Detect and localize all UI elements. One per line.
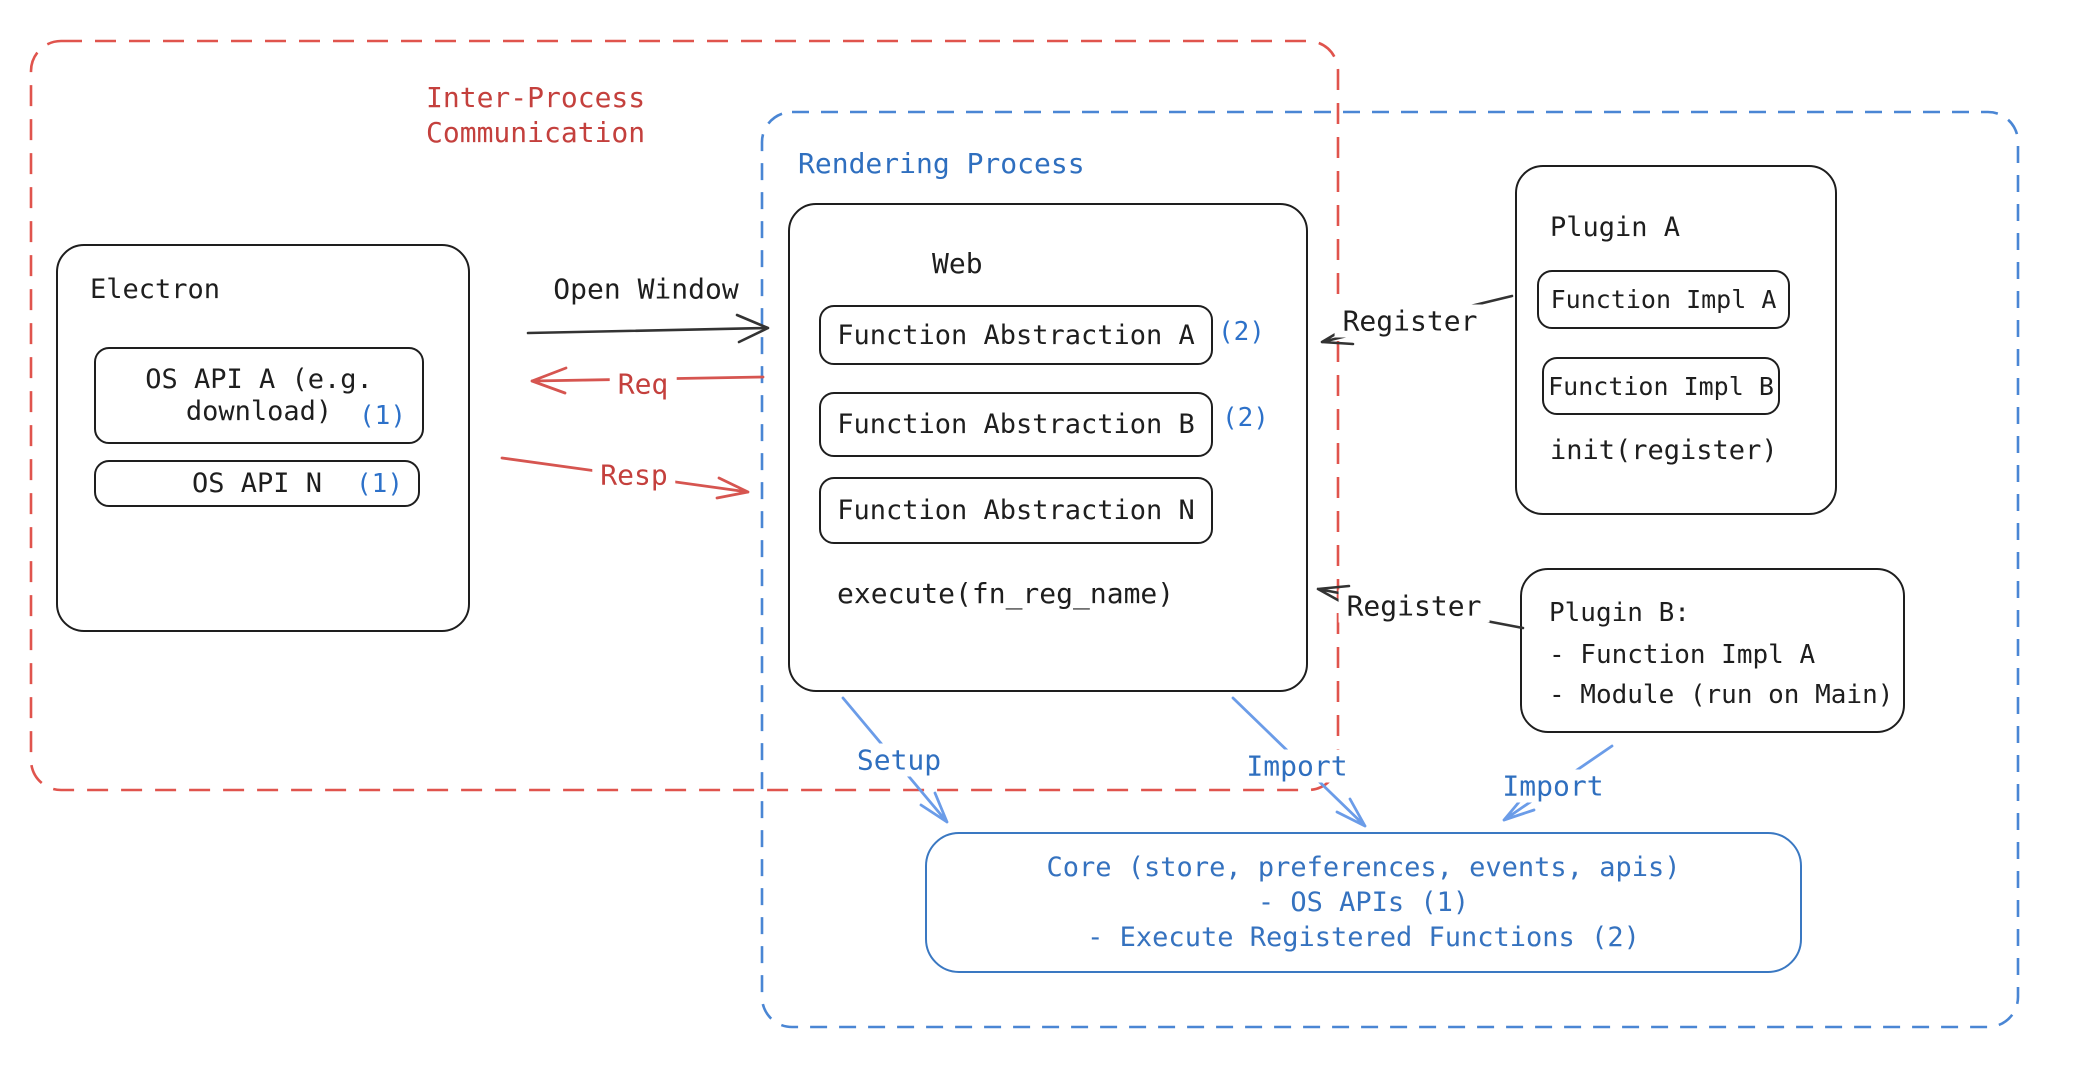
core-line-3: - Execute Registered Functions (2) xyxy=(1087,922,1640,953)
os-api-a-box: OS API A (e.g. download) (1) xyxy=(94,347,424,444)
function-abstraction-n-box: Function Abstraction N xyxy=(819,477,1213,544)
plugin-b-title: Plugin B: xyxy=(1549,598,1690,628)
plugin-a-title: Plugin A xyxy=(1550,212,1681,243)
web-title: Web xyxy=(932,247,983,280)
os-api-a-label: OS API A (e.g. download) xyxy=(145,363,373,427)
init-register-label: init(register) xyxy=(1550,435,1778,466)
function-impl-b-box: Function Impl B xyxy=(1542,357,1780,415)
plugin-b-item-function-impl-a: - Function Impl A xyxy=(1549,640,1816,670)
function-abstraction-n-label: Function Abstraction N xyxy=(837,495,1195,526)
function-impl-a-label: Function Impl A xyxy=(1550,285,1777,314)
plugin-a-box: Plugin A Function Impl A Function Impl B… xyxy=(1515,165,1837,515)
function-abstraction-b-badge: (2) xyxy=(1222,403,1269,433)
plugin-b-item-module: - Module (run on Main) xyxy=(1549,680,1894,710)
electron-title: Electron xyxy=(90,274,221,305)
function-abstraction-a-box: Function Abstraction A xyxy=(819,305,1213,365)
os-api-a-badge: (1) xyxy=(359,401,406,431)
ipc-group-boundary xyxy=(29,39,1340,792)
os-api-n-label: OS API N xyxy=(191,468,323,499)
core-box: Core (store, preferences, events, apis) … xyxy=(925,832,1802,973)
function-impl-a-box: Function Impl A xyxy=(1537,270,1790,329)
core-line-2: - OS APIs (1) xyxy=(1257,887,1470,918)
web-box: Web Function Abstraction A (2) Function … xyxy=(788,203,1308,692)
os-api-n-box: OS API N (1) xyxy=(94,460,420,507)
core-line-1: Core (store, preferences, events, apis) xyxy=(1046,852,1681,883)
os-api-n-badge: (1) xyxy=(356,469,403,499)
function-abstraction-b-label: Function Abstraction B xyxy=(837,409,1195,440)
plugin-b-box: Plugin B: - Function Impl A - Module (ru… xyxy=(1520,568,1905,733)
function-abstraction-a-badge: (2) xyxy=(1218,317,1265,347)
execute-call-label: execute(fn_reg_name) xyxy=(837,577,1175,610)
function-abstraction-a-label: Function Abstraction A xyxy=(837,319,1195,351)
function-impl-b-label: Function Impl B xyxy=(1548,371,1774,401)
function-abstraction-b-box: Function Abstraction B xyxy=(819,392,1213,457)
rendering-process-boundary xyxy=(760,110,2020,1029)
electron-box: Electron OS API A (e.g. download) (1) OS… xyxy=(56,244,470,632)
